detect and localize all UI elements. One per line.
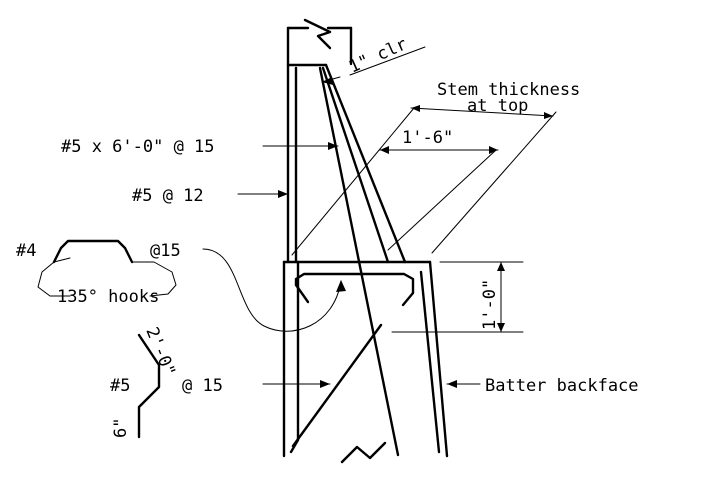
arrow-5x6 (328, 142, 338, 150)
leader-lines (202, 145, 481, 385)
hook-right (401, 291, 415, 307)
arrow-1-6-left (380, 146, 389, 154)
clear-cover-label: 1" clr (346, 34, 410, 77)
leader-4-tie (202, 248, 342, 332)
arrow-1-0-top (497, 262, 505, 271)
arrow-1-6-right (489, 146, 498, 154)
dim-1-0-label: 1'-0" (480, 279, 500, 330)
footing-outline (282, 260, 449, 464)
arrow-stem-left (411, 105, 420, 112)
hooks-label: 135° hooks (57, 287, 159, 307)
arrow-stem-right (544, 112, 553, 119)
bar-sloped-long (318, 66, 400, 457)
bar-5-at-12-label: #5 @ 12 (132, 186, 204, 206)
arrow-batter (447, 380, 457, 388)
arrow-5-at-12 (278, 190, 288, 198)
rebar-group (289, 66, 441, 457)
bar-5-length-label: 2'-0" (141, 324, 179, 379)
bar-4-size-label: #4 (16, 241, 36, 261)
hook-left (294, 283, 310, 304)
bottom-break-symbol (340, 441, 387, 464)
stem-thickness-label: Stem thickness (437, 80, 580, 100)
arrow-4-tie (336, 280, 346, 292)
arrow-1-0-bottom (497, 323, 505, 332)
bar-5-spacing-label: @ 15 (182, 376, 223, 396)
bar-diagonal-5 (291, 323, 383, 448)
bar-batter-back (419, 270, 441, 454)
dim-1-6-label: 1'-6" (402, 128, 453, 148)
bar-cross-tie-4 (294, 272, 415, 295)
bar-4-sketch (37, 239, 177, 297)
bar-5-leg-label: 6" (111, 418, 131, 438)
bar-5-size-label: #5 (110, 376, 130, 396)
bar-sloped-short (321, 66, 390, 264)
stem-outline (286, 18, 407, 264)
bar-4-spacing-label: @15 (150, 241, 181, 261)
top-break-symbol (303, 18, 332, 50)
batter-backface-label: Batter backface (485, 376, 639, 396)
text-labels: 1" clr Stem thickness at top 1'-6" #5 x … (16, 34, 639, 438)
arrow-clear-cover (322, 77, 333, 85)
arrow-5-at-15 (320, 380, 330, 388)
dimension-lines (291, 46, 557, 333)
bar-footing-left (289, 260, 300, 454)
arrowheads (278, 77, 553, 388)
bar-5-sketch (137, 333, 161, 439)
stem-thickness-label-2: at top (467, 96, 528, 116)
bar-5x6-label: #5 x 6'-0" @ 15 (61, 137, 215, 157)
